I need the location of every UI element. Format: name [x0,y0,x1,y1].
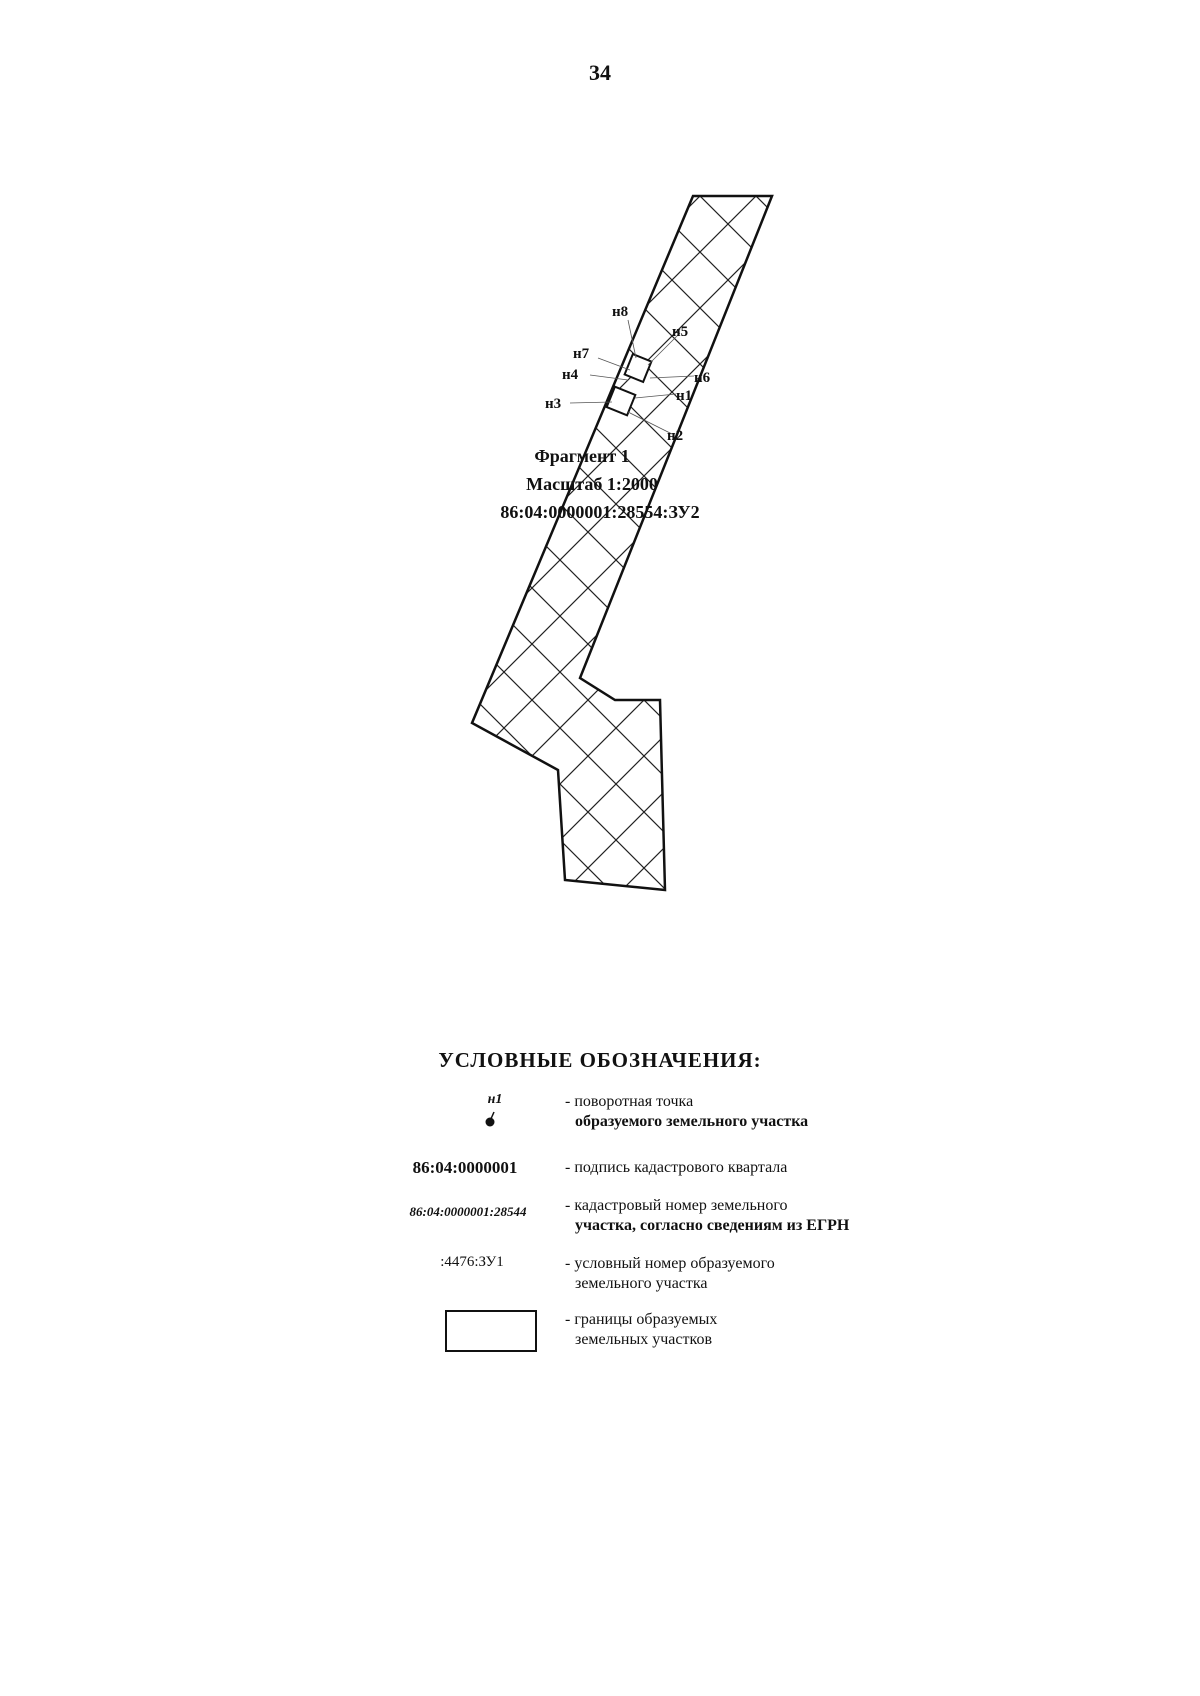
legend-symbol-cadastral: 86:04:0000001:28544 [409,1204,527,1219]
legend-line2: земельных участков [575,1331,712,1348]
point-label-n2: н2 [667,428,683,444]
legend-desc-quarter: - подпись кадастрового квартала [565,1158,787,1178]
legend-point-label: н1 [487,1092,503,1107]
cadastral-map: н8 н5 н7 н4 н6 н1 н3 н2 Фрагмент 1 Масшт… [470,194,774,892]
point-label-n4: н4 [562,367,579,383]
parcel-boundary [470,194,774,892]
legend-line1: - условный номер образуемого [565,1255,775,1272]
point-label-n7: н7 [573,346,590,362]
formed-parcel-upper [623,352,653,384]
fragment-title: Фрагмент 1 [534,446,629,466]
point-label-n8: н8 [612,304,628,320]
legend-desc-conditional: - условный номер образуемого земельного … [565,1254,775,1294]
fragment-scale: Масштаб 1:2000 [526,474,658,494]
legend-symbol-point: н1 [390,1092,590,1132]
boundary-symbol-icon [445,1310,537,1352]
legend-line2: участка, согласно сведениям из ЕГРН [575,1217,850,1234]
leader-lines [569,319,695,435]
legend-desc-cadastral: - кадастровый номер земельного участка, … [565,1196,849,1236]
point-label-n5: н5 [672,324,688,340]
legend-symbol-conditional: :4476:ЗУ1 [440,1254,504,1270]
page-number: 34 [589,60,611,85]
legend-title: УСЛОВНЫЕ ОБОЗНАЧЕНИЯ: [438,1048,762,1072]
turning-point-icon [485,1111,495,1127]
point-label-n6: н6 [694,370,711,386]
legend-symbol-quarter: 86:04:0000001 [412,1158,518,1177]
point-label-n3: н3 [545,396,561,412]
legend-desc-boundary: - границы образуемых земельных участков [565,1310,717,1350]
legend-line1: - кадастровый номер земельного [565,1197,788,1214]
legend-desc-turning-point: - поворотная точка образуемого земельног… [565,1092,808,1132]
legend-line1: - границы образуемых [565,1311,718,1328]
legend-line2: образуемого земельного участка [575,1113,809,1130]
legend-line2: земельного участка [575,1275,708,1292]
point-label-n1: н1 [676,388,692,404]
fragment-parcel-id: 86:04:0000001:28554:ЗУ2 [500,502,699,522]
legend-line1: - поворотная точка [565,1093,694,1110]
formed-parcel-lower [605,385,637,417]
legend-line1: - подпись кадастрового квартала [565,1159,788,1176]
